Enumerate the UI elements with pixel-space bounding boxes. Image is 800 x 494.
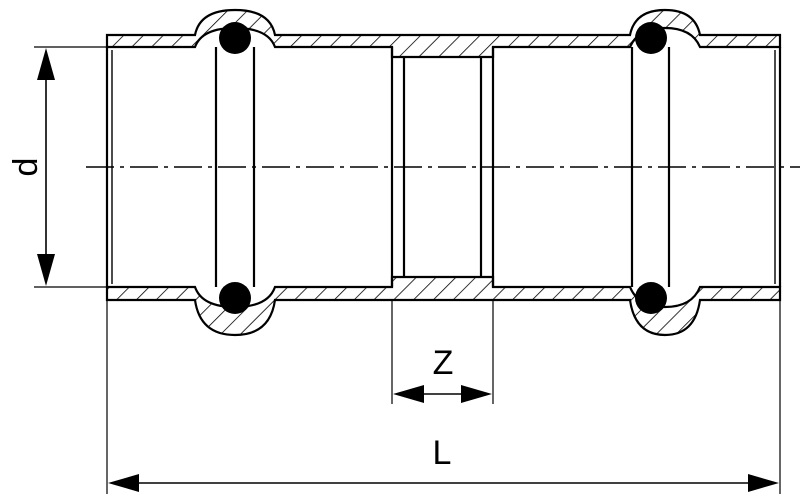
arrow-z-left [393,385,424,403]
arrow-d-top [37,48,55,80]
dimension-d [34,46,107,288]
bottom-wall-section [105,275,782,337]
top-wall-section [105,8,782,59]
arrow-l-left [108,474,139,492]
seal-bottom-right [635,282,667,314]
label-l: L [433,434,452,472]
dimension-l [106,300,781,494]
label-d: d [7,158,45,177]
arrow-l-right [748,474,779,492]
label-z: Z [433,344,454,382]
seal-top-right [635,22,667,54]
arrow-d-bottom [37,254,55,286]
seal-bottom-left [219,282,251,314]
dimension-z [391,300,494,404]
arrow-z-right [461,385,492,403]
o-ring-seals [219,22,667,314]
seal-top-left [219,22,251,54]
